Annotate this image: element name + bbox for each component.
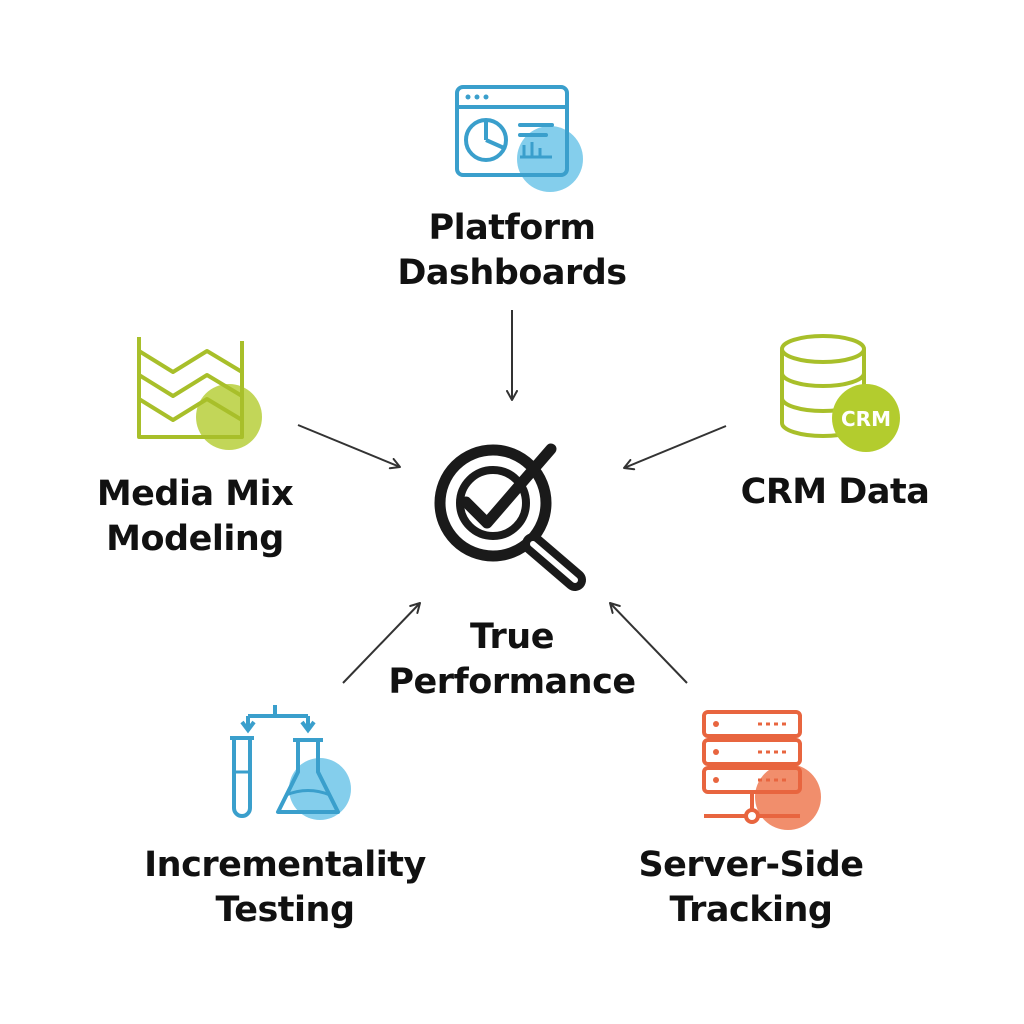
server-side-tracking-label-line-2: Tracking bbox=[669, 890, 833, 930]
incrementality-testing-label-line-1: Incrementality bbox=[144, 845, 426, 885]
dashboard-browser-icon bbox=[455, 85, 583, 192]
arrow-testing-to-center bbox=[342, 602, 421, 684]
arrow-crm-to-center bbox=[623, 425, 727, 471]
crm-badge-text: CRM bbox=[841, 407, 891, 431]
zigzag-chart-icon bbox=[137, 337, 262, 450]
true-performance-label-line-2: Performance bbox=[388, 662, 636, 702]
server-accent-circle bbox=[755, 764, 821, 830]
media-mix-modeling-label-line-2: Modeling bbox=[106, 519, 284, 559]
magnifier-check-icon bbox=[434, 443, 586, 591]
crm-badge bbox=[832, 384, 900, 452]
server-side-tracking-label: Server-Side Tracking bbox=[606, 843, 896, 933]
incrementality-testing-label-line-2: Testing bbox=[215, 890, 356, 930]
mmm-accent-circle bbox=[196, 384, 262, 450]
media-mix-modeling-label-line-1: Media Mix bbox=[96, 474, 294, 514]
crm-data-label: CRM Data bbox=[720, 470, 950, 515]
server-icon bbox=[702, 710, 821, 830]
arrow-mmm-to-center bbox=[297, 424, 401, 470]
server-side-tracking-label-line-1: Server-Side bbox=[638, 845, 864, 885]
media-mix-modeling-label: Media Mix Modeling bbox=[70, 472, 320, 562]
platform-dashboards-label-line-2: Dashboards bbox=[397, 253, 627, 293]
incrementality-testing-label: Incrementality Testing bbox=[120, 843, 450, 933]
database-icon: CRM bbox=[780, 334, 900, 452]
platform-dashboards-label: Platform Dashboards bbox=[362, 206, 662, 296]
test-tubes-icon bbox=[230, 705, 351, 820]
true-performance-label: True Performance bbox=[372, 615, 652, 705]
arrow-server-to-center bbox=[609, 602, 688, 684]
crm-data-label-line-1: CRM Data bbox=[740, 472, 930, 512]
true-performance-label-line-1: True bbox=[470, 617, 554, 657]
platform-dashboards-label-line-1: Platform bbox=[428, 208, 596, 248]
